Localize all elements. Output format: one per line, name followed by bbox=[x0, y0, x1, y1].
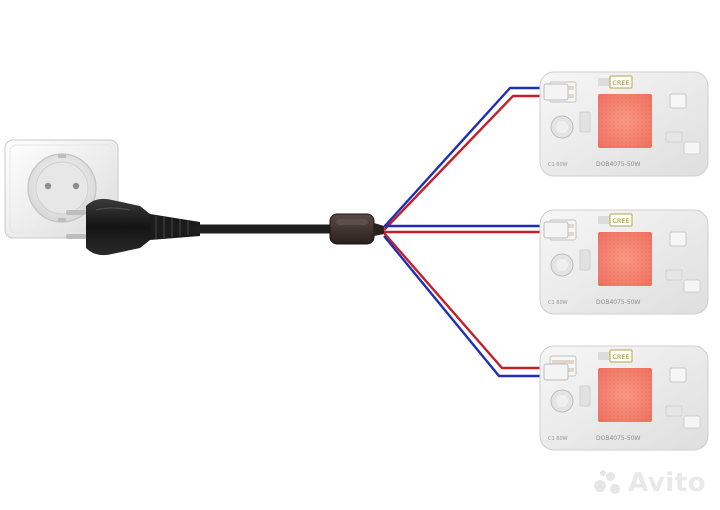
module-model-label: DOB4075-50W bbox=[596, 299, 641, 306]
module-corner-label: C1 80W bbox=[548, 162, 568, 168]
module-corner-label: C1 80W bbox=[548, 436, 568, 442]
wall-socket bbox=[4, 139, 119, 239]
module-model-label: DOB4075-50W bbox=[596, 435, 641, 442]
module-logo: CREE bbox=[612, 217, 629, 225]
wire-pairs bbox=[383, 86, 548, 378]
cable-splitter bbox=[329, 213, 384, 245]
module-model-label: DOB4075-50W bbox=[596, 161, 641, 168]
led-module-1: CREE DOB4075-50W C1 80W bbox=[539, 71, 709, 177]
plug-pins bbox=[66, 210, 86, 239]
module-logo: CREE bbox=[612, 79, 629, 87]
avito-watermark: Avito bbox=[592, 468, 706, 498]
module-corner-label: C1 80W bbox=[548, 300, 568, 306]
module-logo: CREE bbox=[612, 353, 629, 361]
led-module-2: CREE DOB4075-50W C1 80W bbox=[539, 209, 709, 315]
power-plug bbox=[86, 198, 200, 256]
watermark-text: Avito bbox=[628, 468, 706, 498]
avito-dots-icon bbox=[592, 470, 622, 496]
led-module-3: CREE DOB4075-50W C1 80W bbox=[539, 345, 709, 451]
module-connectors bbox=[543, 83, 569, 381]
